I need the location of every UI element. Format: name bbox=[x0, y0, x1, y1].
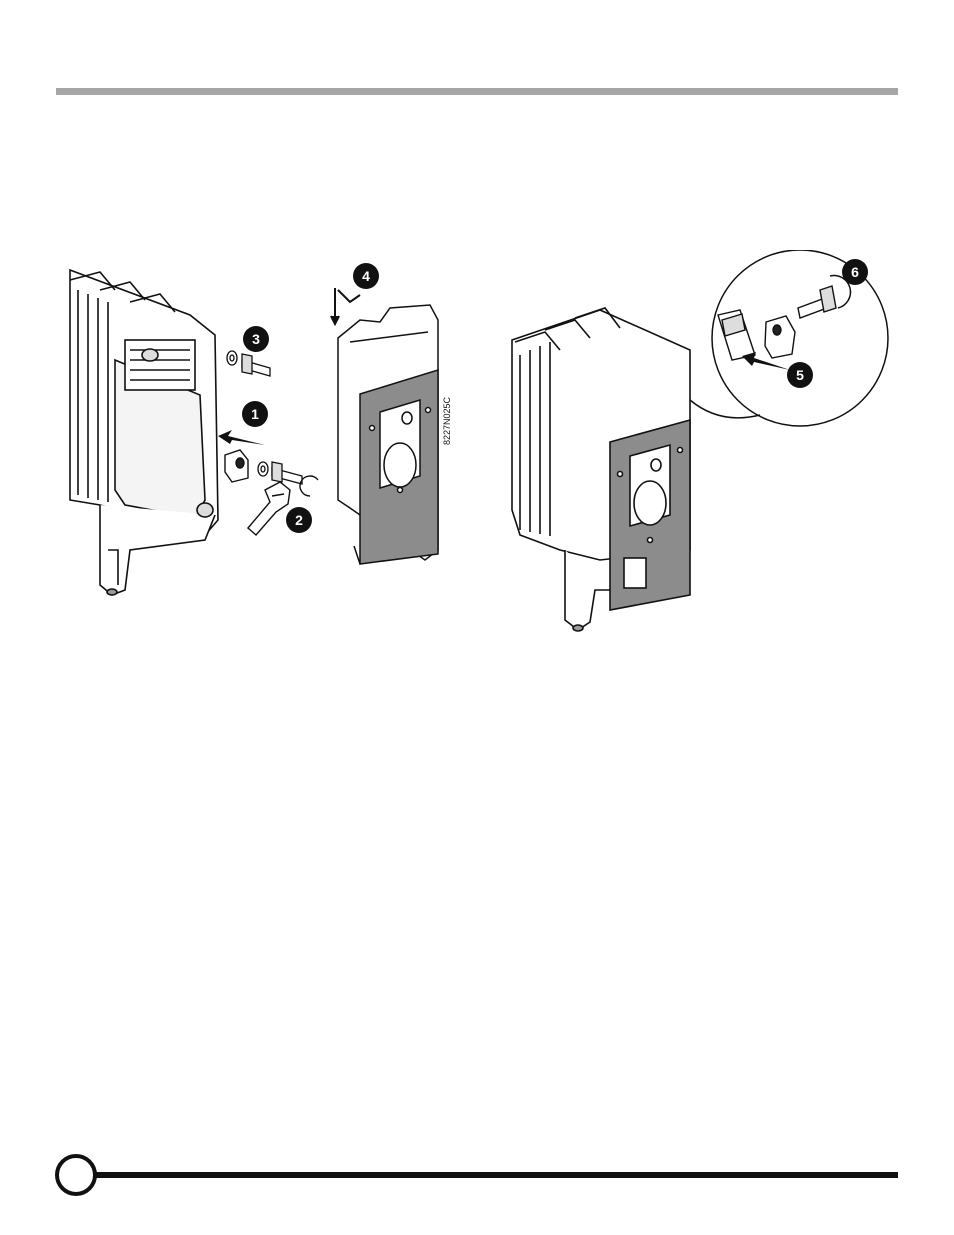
mounting-bracket-left bbox=[338, 305, 438, 564]
installation-illustration: 1 2 3 4 8227N025C bbox=[0, 250, 954, 640]
callout-2: 2 bbox=[286, 507, 312, 533]
callout-5: 5 bbox=[787, 362, 813, 388]
callout-6-label: 6 bbox=[851, 264, 859, 280]
wrench-icon bbox=[248, 482, 290, 535]
footer-rule bbox=[80, 1172, 898, 1178]
callout-6: 6 bbox=[842, 259, 868, 285]
washer-upper bbox=[227, 351, 237, 365]
bolt-lower bbox=[272, 462, 302, 484]
clamp-part bbox=[225, 450, 248, 482]
washer-lower bbox=[258, 462, 268, 476]
page-number-circle bbox=[55, 1154, 97, 1196]
callout-4-label: 4 bbox=[362, 268, 370, 284]
callout-1-label: 1 bbox=[251, 406, 259, 422]
left-housing bbox=[70, 270, 218, 595]
callout-2-label: 2 bbox=[295, 512, 303, 528]
callout-5-label: 5 bbox=[796, 367, 804, 383]
right-housing bbox=[512, 308, 690, 631]
callout-3-label: 3 bbox=[252, 331, 260, 347]
callout-1: 1 bbox=[242, 401, 268, 427]
figure-code: 8227N025C bbox=[442, 396, 452, 445]
arrow-icon bbox=[218, 430, 265, 445]
arrow-4-icon bbox=[331, 288, 360, 324]
bolt-upper bbox=[242, 354, 270, 376]
callout-4: 4 bbox=[353, 263, 379, 289]
header-rule bbox=[56, 88, 898, 95]
callout-3: 3 bbox=[243, 326, 269, 352]
rotation-arrow-icon bbox=[300, 476, 318, 496]
